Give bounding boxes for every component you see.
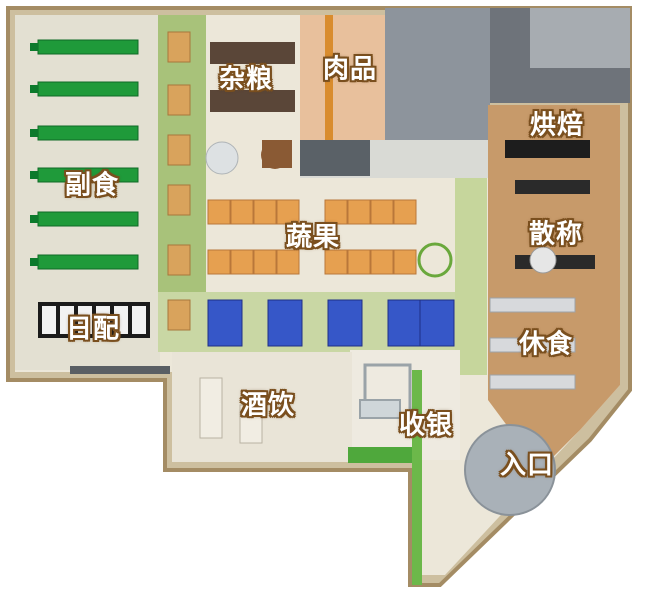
fridge-door: [114, 306, 128, 334]
round-display-green: [417, 242, 453, 278]
zone-label-shouyin: 收银: [398, 410, 454, 441]
drink-shelf: [239, 404, 263, 444]
round-display-white: [529, 246, 557, 274]
produce-crate: [324, 249, 348, 275]
green-shelf: [37, 39, 139, 55]
grain-shelf: [210, 42, 295, 64]
aisle-shelf: [167, 299, 191, 331]
zone-label-ripei: 日配: [65, 314, 121, 345]
green-shelf: [37, 81, 139, 97]
zone-label-roupin: 肉品: [322, 54, 378, 85]
zone-label-sancheng: 散称: [528, 219, 584, 250]
green-aisle-vertical: [158, 15, 206, 345]
aisle-shelf: [167, 134, 191, 166]
zone-label-hongbei: 烘焙: [529, 110, 585, 141]
entrance-door: [464, 424, 556, 516]
produce-crate: [370, 249, 394, 275]
shelf-end: [30, 258, 38, 266]
alcohol-shelves: [199, 377, 263, 444]
service-counter: [300, 140, 370, 176]
shelf-end: [30, 43, 38, 51]
green-shelf: [37, 254, 139, 270]
produce-crates: [207, 199, 417, 275]
aisle-shelves: [167, 31, 191, 331]
back-storage-top: [530, 8, 630, 68]
zone-label-jiuyin: 酒饮: [240, 390, 296, 421]
grain-shelf: [210, 90, 295, 112]
green-front-counter: [348, 447, 413, 463]
produce-crate: [230, 199, 254, 225]
bottom-wall-strip: [70, 366, 170, 374]
fridge-door: [96, 306, 110, 334]
round-table: [205, 141, 239, 175]
shelf-end: [30, 171, 38, 179]
aisle-shelf: [167, 244, 191, 276]
zone-label-zaliang: 杂粮: [218, 64, 274, 95]
freezer: [267, 299, 303, 347]
snack-shelf: [489, 297, 576, 313]
produce-crate: [370, 199, 394, 225]
freezers: [207, 299, 455, 347]
produce-crate: [230, 249, 254, 275]
aisle-shelf: [167, 31, 191, 63]
ripei-shelves: [38, 302, 150, 338]
zone-label-xiushi: 休食: [518, 329, 574, 360]
shelf-end: [30, 85, 38, 93]
freezer: [327, 299, 363, 347]
aisle-shelf: [167, 184, 191, 216]
freezer: [387, 299, 423, 347]
fridge-case: [38, 302, 150, 338]
zone-label-fushi: 副食: [64, 170, 120, 201]
produce-crate: [253, 199, 277, 225]
produce-crate: [393, 199, 417, 225]
aisle-shelf: [167, 84, 191, 116]
round-table: [261, 141, 289, 169]
green-shelf: [37, 125, 139, 141]
produce-crate: [324, 199, 348, 225]
produce-crate: [347, 199, 371, 225]
produce-crate: [276, 199, 300, 225]
meat-room-wall: [325, 15, 333, 140]
produce-crate: [276, 249, 300, 275]
snack-shelf: [489, 337, 576, 353]
bulk-shelf: [515, 180, 590, 194]
zone-label-rukou: 入口: [499, 450, 555, 481]
produce-crate: [207, 249, 231, 275]
fushi-shelves: [30, 39, 139, 270]
zone-label-shuguo: 蔬果: [285, 222, 341, 253]
bakery-shelf: [505, 140, 590, 158]
freezer: [419, 299, 455, 347]
produce-crate: [393, 249, 417, 275]
snack-shelves: [489, 297, 576, 390]
green-aisle-right: [455, 140, 487, 375]
freezer: [207, 299, 243, 347]
fridge-door: [42, 306, 56, 334]
shelf-end: [30, 129, 38, 137]
produce-crate: [253, 249, 277, 275]
produce-crate: [347, 249, 371, 275]
fridge-door: [132, 306, 146, 334]
green-shelf: [37, 211, 139, 227]
fridge-door: [78, 306, 92, 334]
shelf-end: [30, 215, 38, 223]
cashier-desk: [359, 399, 401, 419]
fridge-door: [60, 306, 74, 334]
snack-shelf: [489, 374, 576, 390]
meat-room: [300, 15, 385, 140]
back-storage: [385, 8, 490, 143]
green-wall-strip: [412, 370, 422, 585]
drink-shelf: [199, 377, 223, 439]
produce-crate: [207, 199, 231, 225]
